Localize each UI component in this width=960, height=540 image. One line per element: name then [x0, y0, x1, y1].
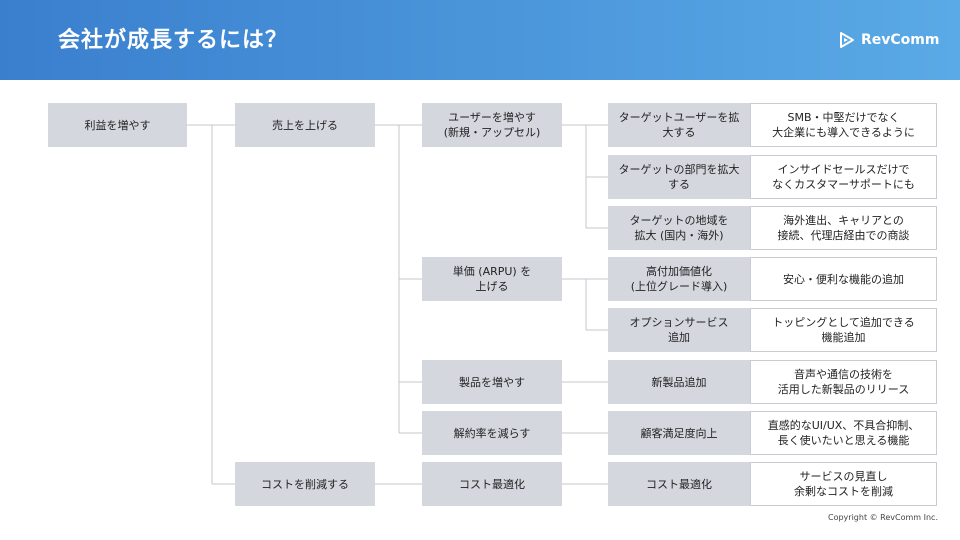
node-detail: 海外進出、キャリアとの 接続、代理店経由での商談	[750, 206, 937, 250]
node-root: 利益を増やす	[48, 103, 187, 147]
revcomm-logo: RevComm	[838, 30, 939, 50]
node-action: 新製品追加	[608, 360, 750, 404]
node-action: 高付加価値化 (上位グレード導入)	[608, 257, 750, 301]
node-detail: インサイドセールスだけで なくカスタマーサポートにも	[750, 155, 937, 199]
node-detail: SMB・中堅だけでなく 大企業にも導入できるように	[750, 103, 937, 147]
node-cost-opt: コスト最適化	[422, 462, 562, 506]
node-sales: 売上を上げる	[235, 103, 375, 147]
node-action: コスト最適化	[608, 462, 750, 506]
node-users: ユーザーを増やす (新規・アップセル)	[422, 103, 562, 147]
node-products: 製品を増やす	[422, 360, 562, 404]
revcomm-logo-icon	[840, 32, 854, 48]
node-arpu: 単価 (ARPU) を 上げる	[422, 257, 562, 301]
logo-text: RevComm	[861, 32, 940, 48]
node-detail: 音声や通信の技術を 活用した新製品のリリース	[750, 360, 937, 404]
node-action: オプションサービス 追加	[608, 308, 750, 352]
node-detail: トッピングとして追加できる 機能追加	[750, 308, 937, 352]
node-churn: 解約率を減らす	[422, 411, 562, 455]
node-cost: コストを削減する	[235, 462, 375, 506]
node-action: ターゲットの部門を拡大 する	[608, 155, 750, 199]
node-detail: サービスの見直し 余剰なコストを削減	[750, 462, 937, 506]
node-detail: 直感的なUI/UX、不具合抑制、 長く使いたいと思える機能	[750, 411, 937, 455]
node-action: 顧客満足度向上	[608, 411, 750, 455]
header-banner: 会社が成長するには？ RevComm	[0, 0, 960, 80]
node-action: ターゲットユーザーを拡 大する	[608, 103, 750, 147]
page-title: 会社が成長するには？	[58, 28, 289, 53]
node-detail: 安心・便利な機能の追加	[750, 257, 937, 301]
copyright: Copyright © RevComm Inc.	[827, 513, 938, 522]
node-action: ターゲットの地域を 拡大 (国内・海外)	[608, 206, 750, 250]
